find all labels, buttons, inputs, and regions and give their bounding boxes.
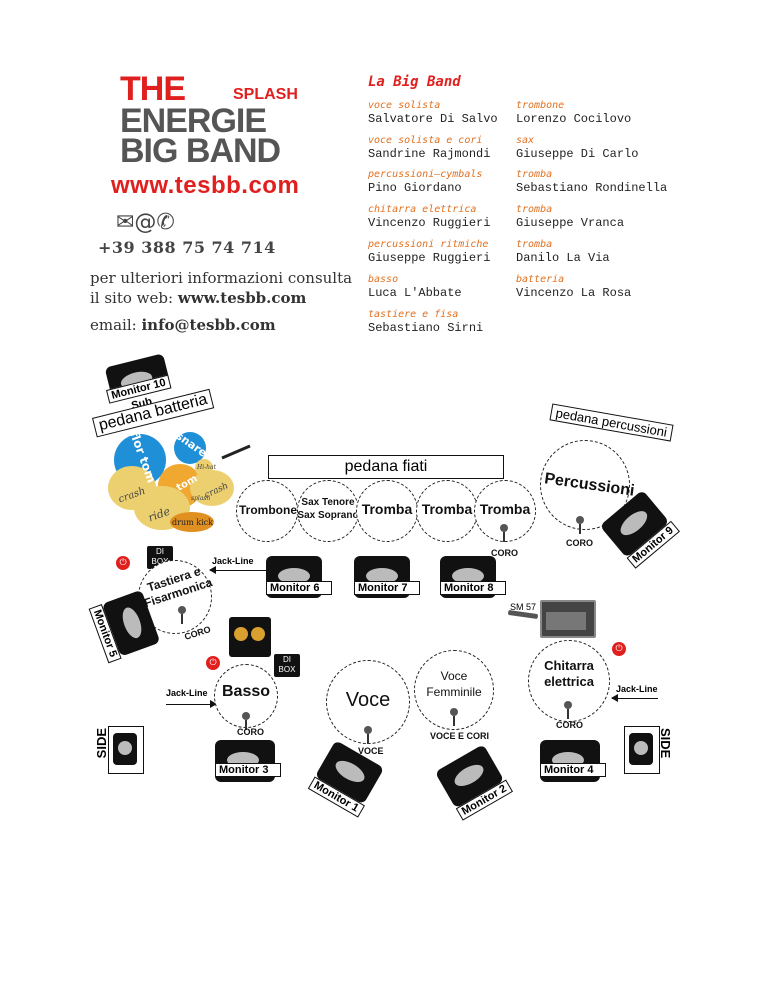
horn-label-tromba-2: Tromba [421, 501, 473, 517]
kick-drum [170, 512, 214, 532]
voce-mic [364, 726, 372, 744]
horn-label-tromba-3: Tromba [479, 501, 531, 517]
guitar-amp-icon [540, 600, 596, 638]
phone-number: +39 388 75 74 714 [98, 238, 276, 257]
horn-label-sax: Sax Tenore Sax Soprano [297, 497, 359, 521]
member-name: Vincenzo La Rosa [516, 286, 632, 300]
member-name: Giuseppe Vranca [516, 216, 625, 230]
contact-icons: ✉@✆ [116, 210, 175, 235]
member-name: Sandrine Rajmondi [368, 147, 491, 161]
jack-line-arrow-tastiera [209, 566, 266, 574]
voce-femminile-label: Voce Femminile [426, 669, 482, 699]
member-name: Giuseppe Di Carlo [516, 147, 639, 161]
website-display[interactable]: www.tesbb.com [111, 172, 300, 199]
side-label-left: SIDE [94, 728, 109, 759]
member-role: percussioni–cymbals [368, 169, 483, 180]
voce-cori-label: VOCE E CORI [430, 731, 490, 741]
member-role: trombone [516, 100, 565, 111]
monitor-6-label: Monitor 6 [266, 581, 332, 595]
email-line: email: info@tesbb.com [90, 316, 276, 334]
member-role: tastiere e fisa [368, 309, 459, 320]
logo-energie: ENERGIE [120, 102, 267, 140]
hihat-label: Hi-hat [197, 464, 217, 471]
coro-mic-fiati [500, 524, 508, 542]
logo-the: THE [120, 70, 186, 108]
email-link[interactable]: info@tesbb.com [141, 316, 276, 334]
member-name: Sebastiano Rondinella [516, 181, 668, 195]
member-role: tromba [516, 204, 553, 215]
logo-splash: SPLASH [233, 86, 298, 103]
coro-mic-percussioni [576, 516, 584, 534]
member-name: Vincenzo Ruggieri [368, 216, 491, 230]
power-icon-chitarra: ⏻ [612, 642, 626, 656]
horn-circle-tromba-1 [356, 480, 418, 542]
monitor-3-label: Monitor 3 [215, 763, 281, 777]
member-role: voce solista e cori [368, 135, 483, 146]
jack-line-arrow-basso [166, 700, 217, 708]
coro-label-chitarra: CORO [556, 720, 583, 730]
splash-label: splash [191, 495, 211, 502]
horn-circle-trombone [236, 480, 298, 542]
member-role: voce solista [368, 100, 441, 111]
di-box-basso: DI BOX [274, 654, 300, 677]
info-text: per ulteriori informazioni consulta il s… [90, 268, 360, 308]
jack-line-arrow-chitarra [611, 694, 658, 702]
horn-circle-tromba-3 [474, 480, 536, 542]
coro-label-basso: CORO [237, 727, 264, 737]
coro-mic-basso [242, 712, 250, 730]
coro-mic-chitarra [564, 701, 572, 719]
member-role: chitarra elettrica [368, 204, 477, 215]
jack-line-label-tastiera: Jack-Line [212, 556, 254, 566]
snare-shape [174, 432, 206, 464]
member-name: Luca L'Abbate [368, 286, 462, 300]
member-name: Lorenzo Cocilovo [516, 112, 632, 126]
email-label: email: [90, 316, 142, 334]
power-icon-basso: ⏻ [206, 656, 220, 670]
voce-cori-mic [450, 708, 458, 726]
member-role: percussioni ritmiche [368, 239, 489, 250]
drum-stick [221, 444, 251, 460]
member-name: Pino Giordano [368, 181, 462, 195]
side-label-right: SIDE [658, 728, 673, 759]
coro-mic-tastiera [178, 606, 186, 624]
hihat-shape [195, 459, 213, 477]
monitor-7-label: Monitor 7 [354, 581, 420, 595]
member-role: tromba [516, 239, 553, 250]
logo-big-band: BIG BAND [120, 132, 281, 170]
member-role: batteria [516, 274, 565, 285]
jack-line-label-basso: Jack-Line [166, 688, 208, 698]
side-fill-left [108, 726, 144, 774]
kick-label: drum kick [172, 518, 213, 527]
drum-kit [108, 432, 251, 532]
power-icon-tastiera: ⏻ [116, 556, 130, 570]
voce-label: Voce [345, 689, 391, 711]
member-role: sax [516, 135, 535, 146]
info-text-label: per ulteriori informazioni consulta il s… [90, 269, 353, 307]
member-role: basso [368, 274, 399, 285]
member-name: Sebastiano Sirni [368, 321, 484, 335]
pedana-fiati-label: pedana fiati [268, 455, 504, 479]
jack-line-label-chitarra: Jack-Line [616, 684, 658, 694]
coro-label-percussioni: CORO [566, 538, 593, 548]
bass-amp-icon [229, 617, 271, 657]
crash-cymbal-2 [190, 470, 234, 506]
sm57-label: SM 57 [510, 602, 537, 612]
band-title: La Big Band [368, 74, 461, 90]
monitor-4-label: Monitor 4 [540, 763, 606, 777]
horn-label-tromba-1: Tromba [361, 501, 413, 517]
basso-label: Basso [221, 683, 271, 700]
chitarra-label: Chitarra elettrica [544, 658, 594, 689]
pedana-percussioni-label: pedana percussioni [549, 403, 674, 442]
member-name: Salvatore Di Salvo [368, 112, 498, 126]
member-name: Giuseppe Ruggieri [368, 251, 491, 265]
monitor-2-group: Monitor 2 [434, 740, 521, 826]
horn-label-trombone: Trombone [238, 503, 297, 517]
side-fill-right [624, 726, 660, 774]
member-name: Danilo La Via [516, 251, 610, 265]
monitor-8-label: Monitor 8 [440, 581, 506, 595]
coro-label-fiati: CORO [491, 548, 518, 558]
info-site-link[interactable]: www.tesbb.com [177, 289, 307, 307]
member-role: tromba [516, 169, 553, 180]
voce-mic-label: VOCE [358, 746, 384, 756]
